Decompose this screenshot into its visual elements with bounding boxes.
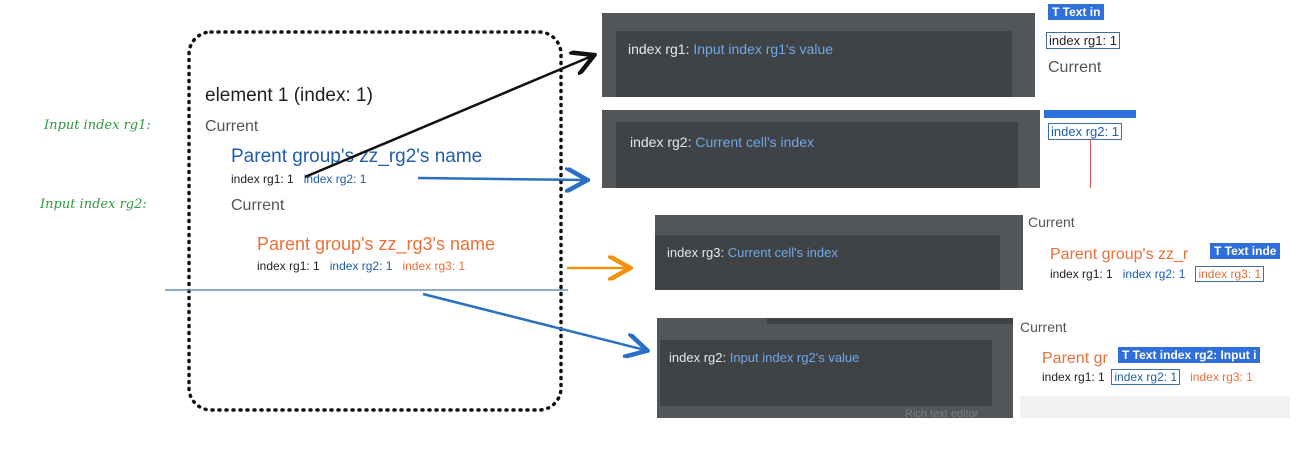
panel-rg2-input: index rg2: Input index rg2's value Rich … [657, 318, 1013, 418]
panel-rg3: index rg3: Current cell's index [655, 215, 1023, 290]
preview1-current: Current [1048, 59, 1102, 76]
panel-rg1-text: index rg1: Input index rg1's value [628, 41, 833, 57]
index-rg1-b: index rg1: 1 [257, 259, 320, 273]
preview3-name: Parent group's zz_r [1050, 246, 1189, 263]
panel-rg3-text: index rg3: Current cell's index [667, 245, 838, 260]
preview1-index-rg1[interactable]: index rg1: 1 [1046, 32, 1120, 49]
panel-rg2-input-text: index rg2: Input index rg2's value [669, 350, 859, 365]
preview4-index-row: index rg1: 1 index rg2: 1 index rg3: 1 [1042, 369, 1253, 385]
text-element-tag-3: T Text inde [1210, 243, 1281, 259]
dotted-element-box [187, 30, 563, 412]
preview4-index-rg3: index rg3: 1 [1190, 370, 1253, 384]
preview4-index-rg1: index rg1: 1 [1042, 370, 1105, 384]
preview3-index-row: index rg1: 1 index rg2: 1 index rg3: 1 [1050, 266, 1265, 282]
panel-rg3-value[interactable]: Current cell's index [727, 245, 838, 260]
preview3-index-rg1: index rg1: 1 [1050, 267, 1113, 281]
preview3-current: Current [1028, 214, 1075, 230]
preview2-tag-edge [1044, 110, 1136, 118]
preview4-name: Parent gr [1042, 350, 1108, 367]
rich-text-editor-label: Rich text editor [905, 408, 979, 418]
index-row-a: index rg1: 1 index rg2: 1 [231, 172, 366, 186]
handwritten-label-rg2: Input index rg2: [40, 197, 147, 212]
panel-rg2-text: index rg2: Current cell's index [630, 134, 814, 150]
panel-rg1-label: index rg1: [628, 41, 690, 57]
text-element-tag-1: T Text in [1048, 4, 1105, 20]
preview3-index-rg3[interactable]: index rg3: 1 [1195, 266, 1265, 282]
preview3-index-rg2: index rg2: 1 [1122, 267, 1186, 281]
preview2-index-rg2[interactable]: index rg2: 1 [1048, 123, 1122, 140]
preview4-footer-strip [1020, 396, 1290, 418]
panel-rg1-value[interactable]: Input index rg1's value [693, 41, 834, 57]
arrow-rg2-input-to-panel [422, 292, 645, 350]
panel-rg2-value[interactable]: Current cell's index [695, 134, 814, 150]
arrow-rg2-to-panel [417, 178, 585, 180]
preview4-index-rg2[interactable]: index rg2: 1 [1111, 369, 1181, 385]
current-label-2: Current [231, 197, 285, 214]
rg3-name: Parent group's zz_rg3's name [257, 234, 495, 254]
index-rg2-b: index rg2: 1 [329, 259, 393, 273]
element-title: element 1 (index: 1) [205, 85, 373, 106]
panel-rg1: index rg1: Input index rg1's value [602, 13, 1035, 97]
arrow-rg1-to-panel [304, 56, 592, 179]
index-rg1-a: index rg1: 1 [231, 172, 294, 186]
preview4-current: Current [1020, 319, 1067, 335]
panel-rg2-input-label: index rg2: [669, 350, 727, 365]
panel-rg3-label: index rg3: [667, 245, 725, 260]
index-row-b: index rg1: 1 index rg2: 1 index rg3: 1 [257, 259, 465, 273]
panel-rg2-input-value[interactable]: Input index rg2's value [729, 350, 860, 365]
text-element-tag-4: T Text index rg2: Input i [1118, 347, 1261, 363]
current-label-1: Current [205, 118, 259, 135]
index-rg3-b: index rg3: 1 [402, 259, 466, 273]
panel-rg2: index rg2: Current cell's index [602, 110, 1040, 188]
handwritten-label-rg1: Input index rg1: [44, 118, 151, 133]
panel-rg2-label: index rg2: [630, 134, 692, 150]
index-rg2-a: index rg2: 1 [303, 172, 367, 186]
preview2-guide-line [1090, 140, 1091, 188]
